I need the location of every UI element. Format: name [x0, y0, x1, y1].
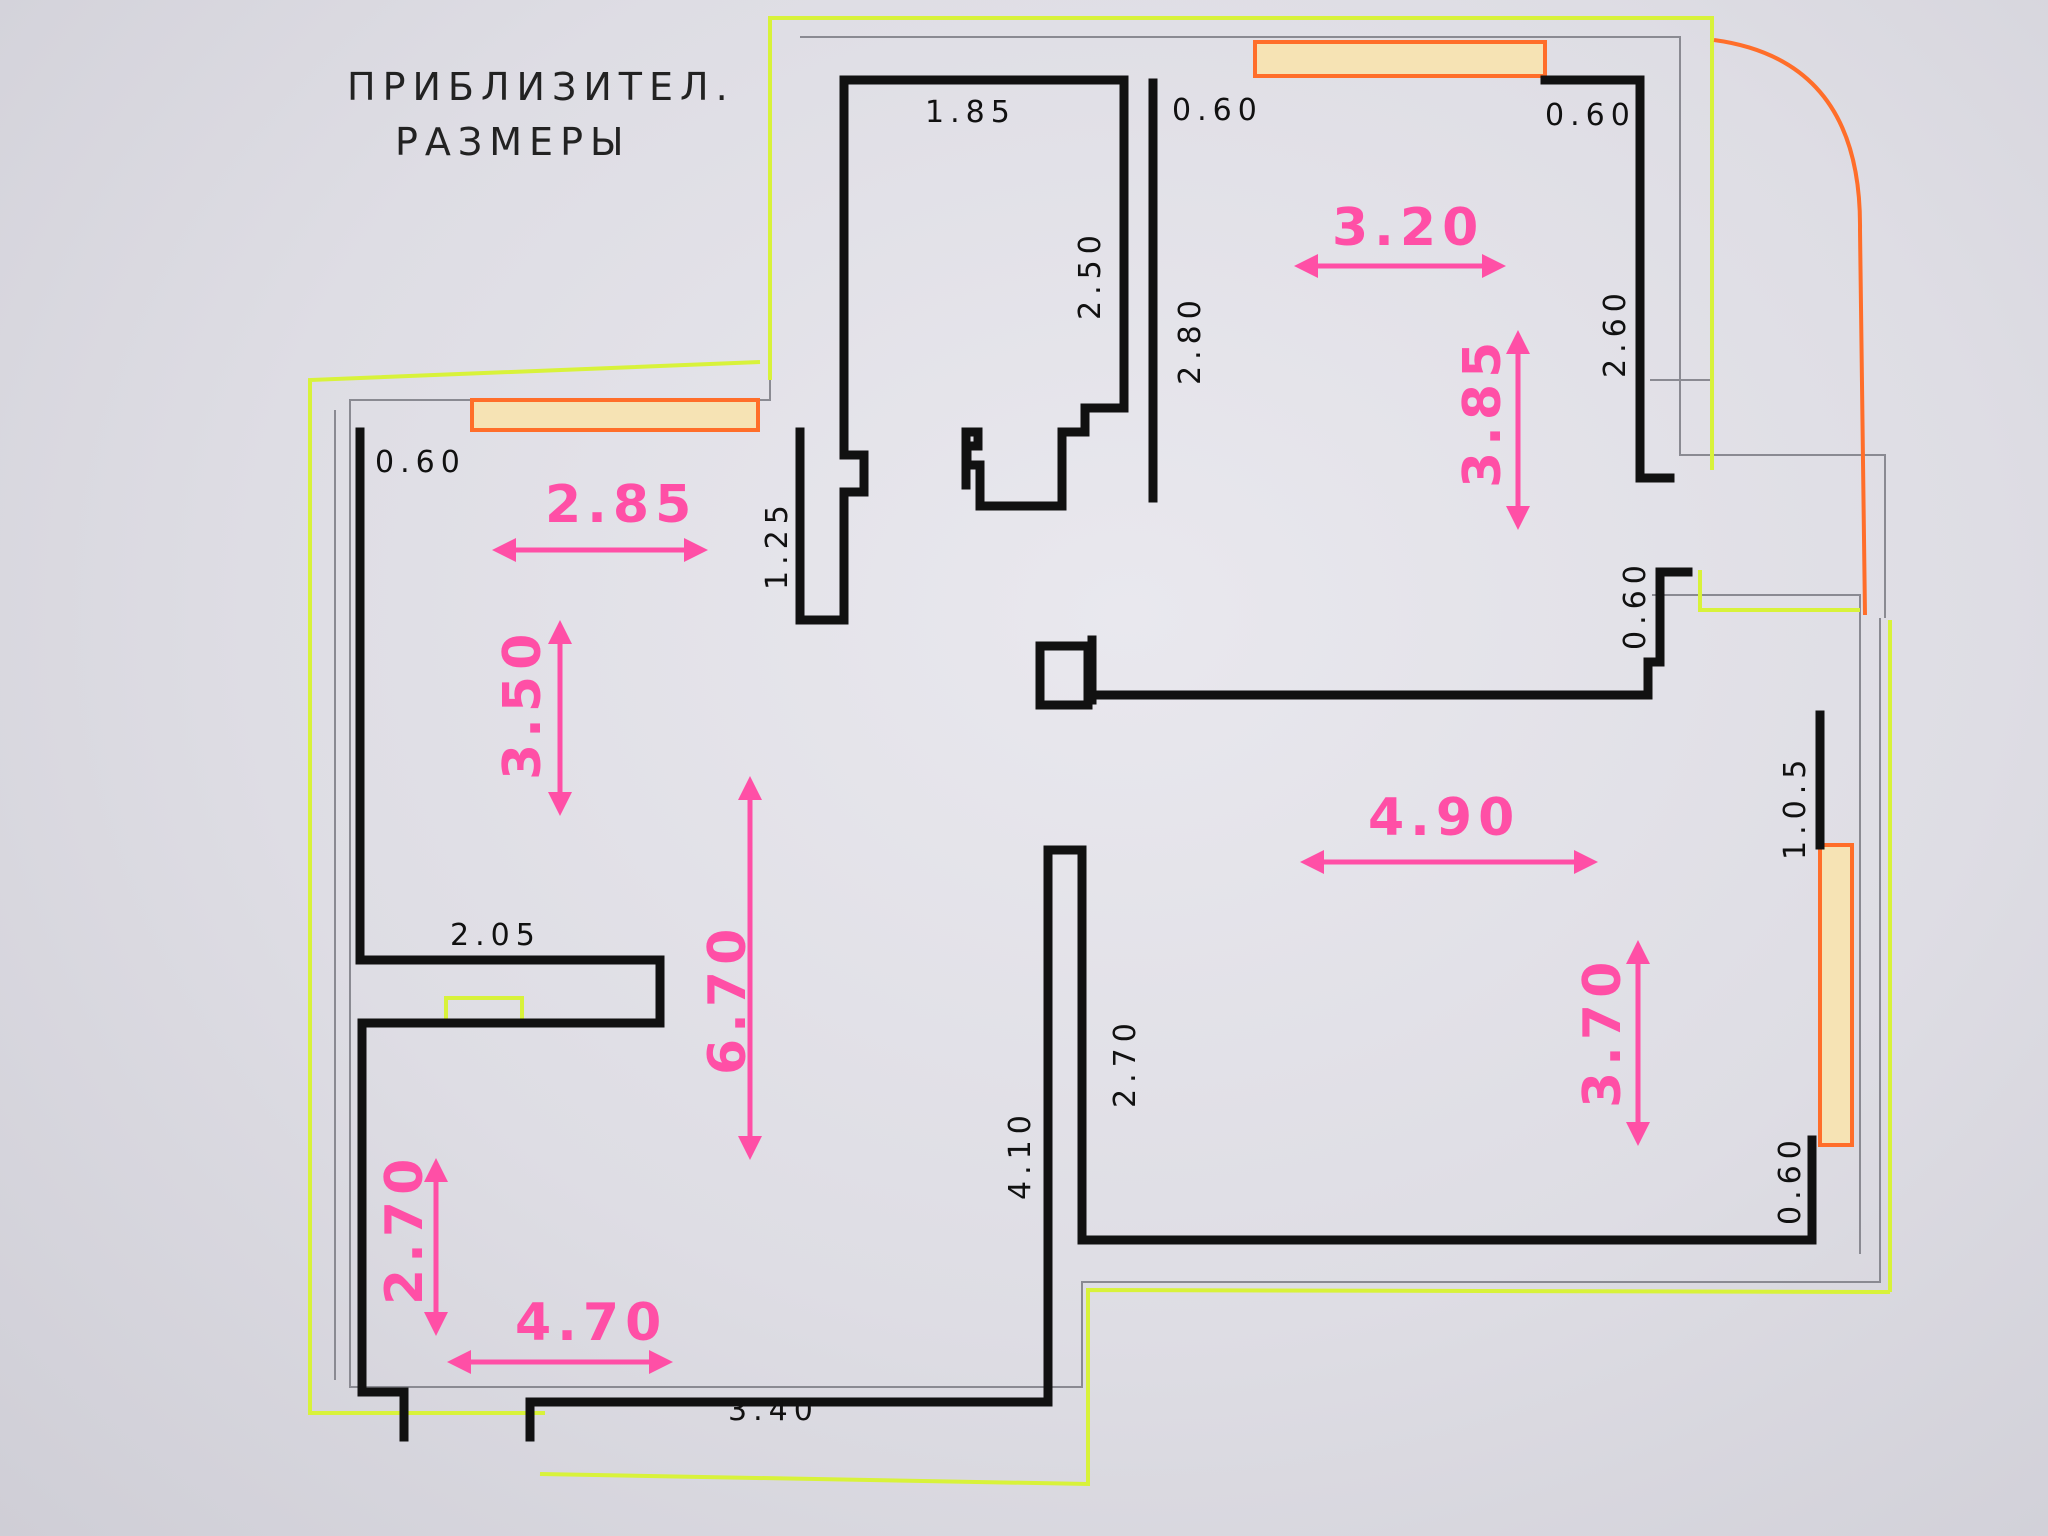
hall-height: 6.70	[698, 923, 758, 1075]
walls	[355, 75, 1825, 1442]
wall-dimensions: 1.85 2.50 2.80 0.60 0.60 2.60 0.60 1.25 …	[375, 93, 1813, 1428]
dim-4-10: 4.10	[1003, 1109, 1038, 1200]
room-dimensions: 3.20 3.85 2.85 3.50 6.70 4.90 3.70 2.70 …	[375, 198, 1633, 1353]
room-top-right-height: 3.85	[1453, 336, 1513, 488]
room-dimension-arrows	[424, 254, 1650, 1374]
heading-line-2: РАЗМЕРЫ	[395, 120, 631, 164]
room-right-height: 3.70	[1573, 956, 1633, 1108]
heading-line-1: ПРИБЛИЗИТЕЛ.	[347, 65, 735, 109]
dim-2-50: 2.50	[1073, 229, 1108, 320]
dim-2-70-mid: 2.70	[1108, 1017, 1143, 1108]
outer-outline	[308, 16, 1892, 1487]
plan-heading: ПРИБЛИЗИТЕЛ. РАЗМЕРЫ	[347, 65, 735, 164]
dim-2-60: 2.60	[1598, 287, 1633, 378]
dim-0-60-top-right: 0.60	[1545, 98, 1636, 133]
dim-2-05: 2.05	[450, 918, 541, 953]
kitchen-height: 2.70	[375, 1153, 435, 1305]
room-top-right-width: 3.20	[1332, 198, 1484, 258]
window-left-room	[470, 398, 760, 432]
dim-1-0-5: 1.0.5	[1778, 754, 1813, 860]
dim-3-40: 3.40	[728, 1393, 819, 1428]
dim-2-80: 2.80	[1173, 294, 1208, 385]
windows	[470, 38, 1867, 1147]
balcony-arc	[1713, 38, 1867, 616]
window-right-room	[1818, 843, 1854, 1147]
kitchen-width: 4.70	[515, 1293, 667, 1353]
room-right-width: 4.90	[1368, 788, 1520, 848]
dim-1-85: 1.85	[925, 95, 1016, 130]
room-left-height: 3.50	[493, 628, 553, 780]
window-top-right-room	[1253, 40, 1547, 78]
dim-0-60-top-left: 0.60	[1172, 93, 1263, 128]
dim-0-60-left-room: 0.60	[375, 445, 466, 480]
pencil-contour	[334, 36, 1886, 1388]
dim-0-60-right-bottom: 0.60	[1773, 1134, 1808, 1225]
dim-1-25: 1.25	[760, 499, 795, 590]
dim-0-60-mid: 0.60	[1618, 559, 1653, 650]
room-left-width: 2.85	[545, 475, 697, 535]
